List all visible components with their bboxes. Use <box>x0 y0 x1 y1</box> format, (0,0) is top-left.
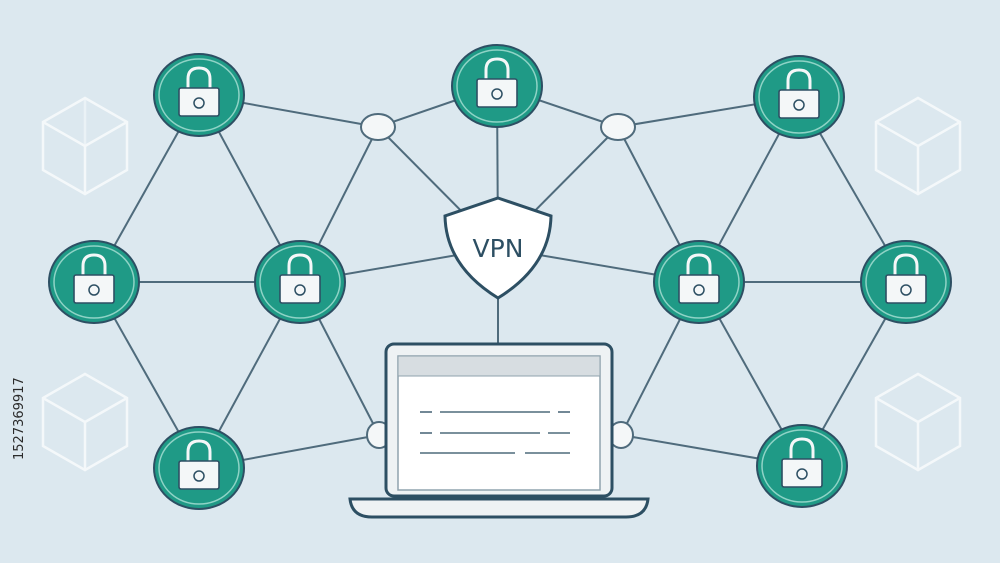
secure-node-bottom-left <box>153 426 245 510</box>
laptop-title-bar <box>397 355 601 377</box>
padlock-icon <box>678 253 720 304</box>
padlock-icon <box>781 437 823 488</box>
padlock-icon <box>778 68 820 119</box>
laptop-icon <box>348 342 650 519</box>
secure-nodes <box>48 44 952 510</box>
secure-node-bottom-right <box>756 424 848 508</box>
shield-label: VPN <box>473 234 524 263</box>
secure-node-top-right <box>753 55 845 139</box>
padlock-icon <box>178 66 220 117</box>
laptop-base <box>348 497 650 519</box>
secure-node-mid-center-right <box>653 240 745 324</box>
shield-icon <box>443 196 553 300</box>
secure-node-mid-right <box>860 240 952 324</box>
decor-cube-bottom-left <box>41 372 129 472</box>
screen-text-lines <box>420 411 570 454</box>
padlock-icon <box>178 439 220 490</box>
padlock-icon <box>476 57 518 108</box>
relay-node-left <box>360 113 396 141</box>
decor-cube-top-right <box>874 96 962 196</box>
secure-node-top-left <box>153 53 245 137</box>
relay-nodes <box>360 113 636 449</box>
secure-node-mid-left <box>48 240 140 324</box>
padlock-icon <box>885 253 927 304</box>
vpn-shield: VPN <box>443 196 553 300</box>
decor-cube-bottom-right <box>874 372 962 472</box>
relay-node-right <box>600 113 636 141</box>
secure-node-top-center <box>451 44 543 128</box>
secure-node-mid-center-left <box>254 240 346 324</box>
decor-cube-top-left <box>41 96 129 196</box>
padlock-icon <box>279 253 321 304</box>
stock-id-watermark: 1527369917 <box>12 377 27 460</box>
padlock-icon <box>73 253 115 304</box>
